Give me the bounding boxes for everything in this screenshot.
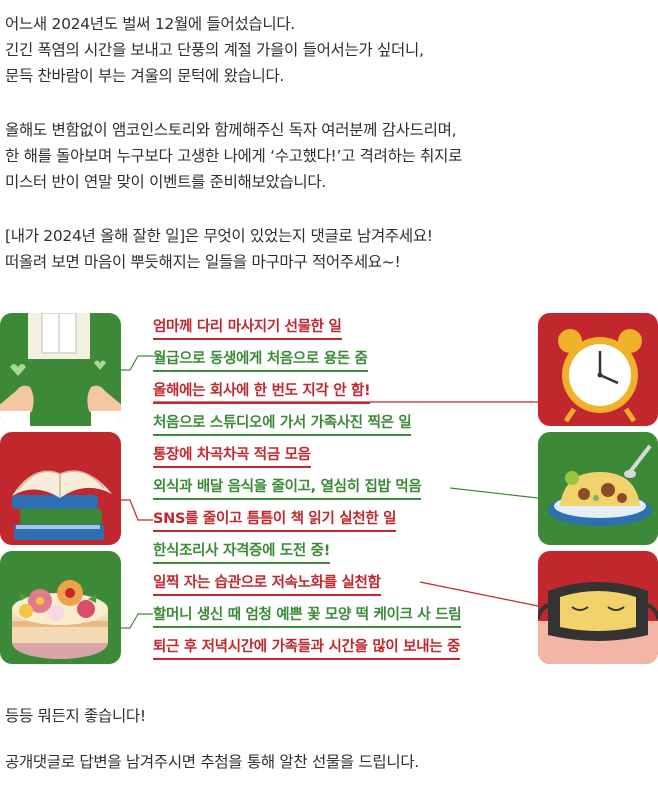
intro-line: 어느새 2024년도 벌써 12월에 들어섰습니다. [5,15,295,33]
intro-line: 긴긴 폭염의 시간을 보내고 단풍의 계절 가을이 들어서는가 싶더니, [5,41,424,59]
money-gift-icon [0,313,121,426]
example-item: 통장에 차곡차곡 적금 모음 [153,445,311,468]
example-item: 외식과 배달 음식을 줄이고, 열심히 집밥 먹음 [153,477,422,500]
example-item: SNS를 줄이고 틈틈이 책 읽기 실천한 일 [153,509,396,532]
example-text: 처음으로 스튜디오에 가서 가족사진 찍은 일 [153,413,412,436]
thanks-paragraph: 올해도 변함없이 앰코인스토리와 함께해주신 독자 여러분께 감사드리며, 한 … [5,117,462,195]
example-item: 올해에는 회사에 한 번도 지각 안 함! [153,381,371,404]
example-item: 한식조리사 자격증에 도전 중! [153,541,330,564]
example-item: 퇴근 후 저녁시간에 가족들과 시간을 많이 보내는 중 [153,637,460,660]
example-text: 월급으로 동생에게 처음으로 용돈 줌 [153,349,368,372]
example-text: 엄마께 다리 마사지기 선물한 일 [153,317,342,340]
example-text: 외식과 배달 음식을 줄이고, 열심히 집밥 먹음 [153,477,422,500]
example-item: 월급으로 동생에게 처음으로 용돈 줌 [153,349,368,372]
example-text: 통장에 차곡차곡 적금 모음 [153,445,311,468]
rice-plate-icon [538,432,658,545]
thanks-line: 한 해를 돌아보며 누구보다 고생한 나에게 ‘수고했다!’고 격려하는 취지로 [5,147,463,165]
alarm-clock-icon [538,313,658,426]
example-item: 엄마께 다리 마사지기 선물한 일 [153,317,342,340]
question-line: [내가 2024년 올해 잘한 일]은 무엇이 있었는지 댓글로 남겨주세요! [5,227,433,245]
books-icon [0,432,121,545]
question-line: 떠올려 보면 마음이 뿌듯해지는 일들을 마구마구 적어주세요~! [5,253,401,271]
flower-cake-icon [0,551,121,664]
example-item: 처음으로 스튜디오에 가서 가족사진 찍은 일 [153,413,412,436]
example-text: 퇴근 후 저녁시간에 가족들과 시간을 많이 보내는 중 [153,637,460,660]
intro-paragraph: 어느새 2024년도 벌써 12월에 들어섰습니다. 긴긴 폭염의 시간을 보내… [5,11,424,89]
example-text: 한식조리사 자격증에 도전 중! [153,541,330,564]
example-item: 할머니 생신 때 엄청 예쁜 꽃 모양 떡 케이크 사 드림 [153,605,462,628]
thanks-line: 올해도 변함없이 앰코인스토리와 함께해주신 독자 여러분께 감사드리며, [5,121,457,139]
intro-line: 문득 찬바람이 부는 겨울의 문턱에 왔습니다. [5,67,285,85]
example-text: 일찍 자는 습관으로 저속노화를 실천함 [153,573,381,596]
anything-text: 등등 뭐든지 좋습니다! [5,707,146,725]
example-item: 일찍 자는 습관으로 저속노화를 실천함 [153,573,381,596]
sleep-mask-icon [538,551,658,664]
example-text: 올해에는 회사에 한 번도 지각 안 함! [153,381,371,404]
example-text: 할머니 생신 때 엄청 예쁜 꽃 모양 떡 케이크 사 드림 [153,605,462,628]
thanks-line: 미스터 반이 연말 맞이 이벤트를 준비해보았습니다. [5,173,326,191]
example-text: SNS를 줄이고 틈틈이 책 읽기 실천한 일 [153,509,396,532]
prize-text: 공개댓글로 답변을 남겨주시면 추첨을 통해 알찬 선물을 드립니다. [5,753,419,771]
question-paragraph: [내가 2024년 올해 잘한 일]은 무엇이 있었는지 댓글로 남겨주세요! … [5,223,433,275]
